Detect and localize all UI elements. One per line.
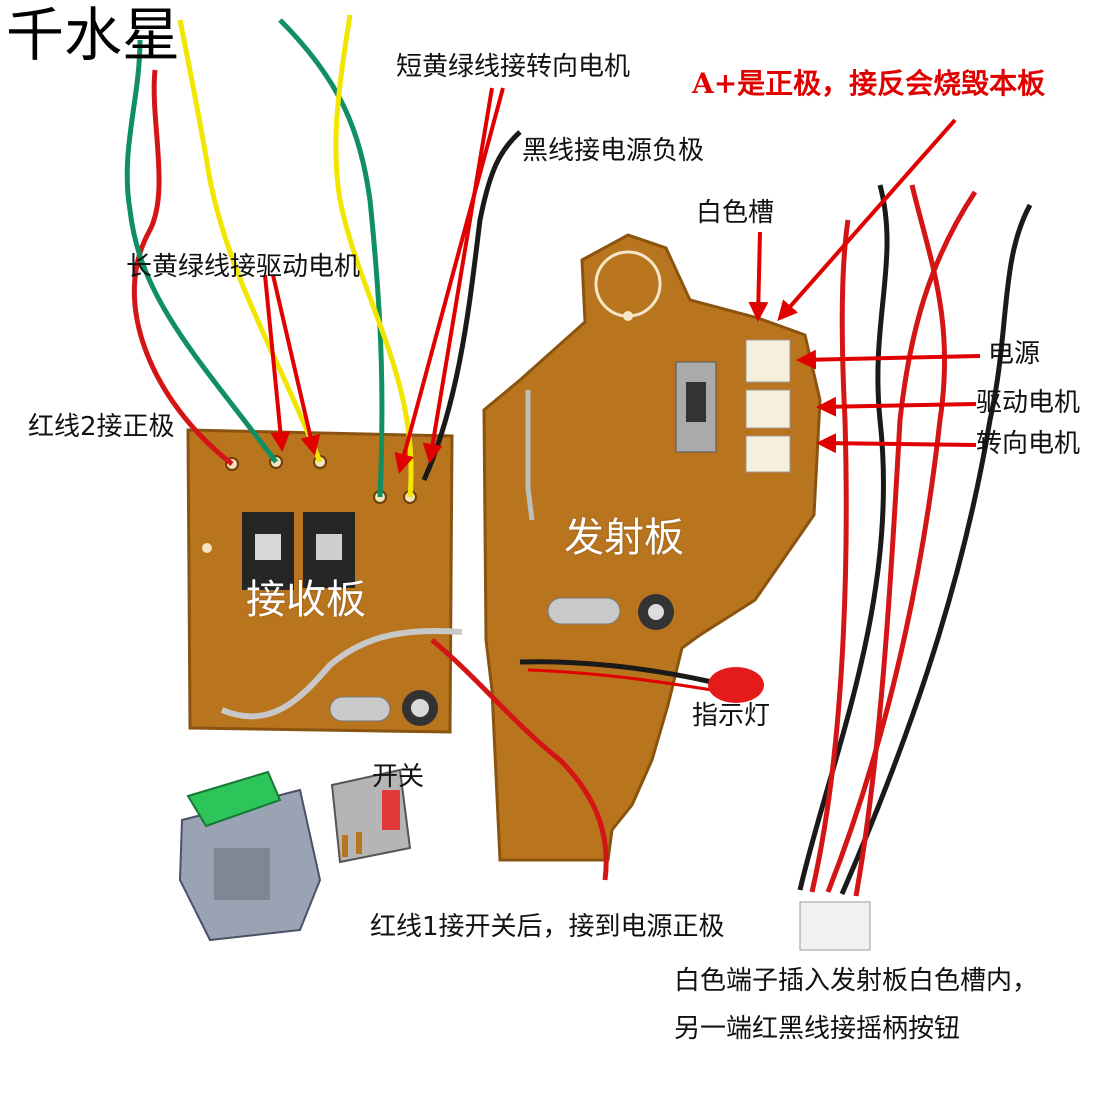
transmitter-antenna — [525, 390, 535, 521]
polarity-warning: A+是正极，接反会烧毁本板 — [692, 67, 1046, 100]
annotation-arrows — [263, 87, 981, 474]
transmitter-crystal — [547, 597, 621, 625]
connector-steer — [745, 435, 791, 473]
receiver-board — [186, 428, 463, 734]
label-drive-motor: 驱动电机 — [976, 388, 1081, 418]
label-terminal-line-2: 另一端红黑线接摇柄按钮 — [674, 1014, 961, 1044]
label-switch: 开关 — [372, 762, 425, 792]
receiver-antenna — [220, 627, 463, 720]
connector-power — [745, 339, 791, 383]
label-steer-motor: 转向电机 — [976, 429, 1081, 459]
receiver-board-label: 接收板 — [246, 577, 366, 623]
joystick-module — [178, 770, 322, 942]
label-red-wire-2: 红线2接正极 — [28, 412, 175, 442]
toggle-switch-part — [330, 768, 412, 864]
receiver-wires — [124, 14, 609, 881]
crystal-oscillator — [329, 696, 391, 722]
indicator-led — [519, 659, 764, 703]
label-indicator: 指示灯 — [692, 701, 771, 731]
label-short-yellow-green: 短黄绿线接转向电机 — [396, 52, 631, 82]
transmitter-board-label: 发射板 — [564, 515, 684, 561]
white-terminal — [799, 901, 871, 951]
label-white-slot: 白色槽 — [696, 198, 775, 228]
connector-drive — [745, 389, 791, 429]
brand-logo-text: 千水星 — [6, 1, 181, 69]
label-black-wire: 黑线接电源负极 — [522, 136, 705, 166]
label-red-wire-1: 红线1接开关后，接到电源正极 — [370, 912, 725, 942]
label-power: 电源 — [988, 339, 1041, 369]
handle-wires — [797, 184, 1033, 897]
label-terminal-line-1: 白色端子插入发射板白色槽内， — [674, 966, 1039, 996]
label-long-yellow-green: 长黄绿线接驱动电机 — [126, 252, 361, 282]
transmitter-board — [482, 233, 822, 862]
